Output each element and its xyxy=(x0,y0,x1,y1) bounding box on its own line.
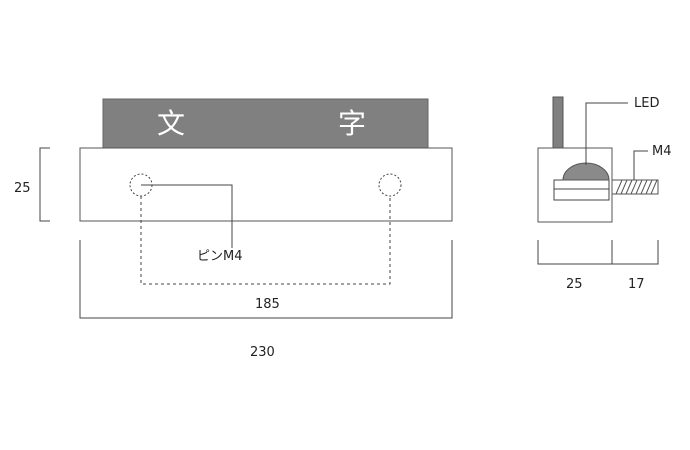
led-dome xyxy=(562,162,610,181)
dim-width-line xyxy=(79,240,453,319)
m4-label: M4 xyxy=(652,144,672,159)
base-body xyxy=(79,147,453,222)
dim-width-label: 230 xyxy=(250,345,275,360)
sign-char-1: 文 xyxy=(157,107,185,140)
m4-screw-thread xyxy=(615,179,658,195)
dim-screw-line xyxy=(612,240,659,265)
side-inner-plate-top xyxy=(553,179,610,190)
m4-screw xyxy=(611,179,659,195)
side-view xyxy=(537,96,659,265)
m4-leader-line xyxy=(633,150,648,180)
sign-char-2: 字 xyxy=(338,107,366,140)
led-label: LED xyxy=(634,96,659,111)
dim-height-label: 25 xyxy=(14,181,31,196)
dim-pin-span-label: 185 xyxy=(255,297,280,312)
dim-depth-line xyxy=(537,240,613,265)
sign-plate xyxy=(102,98,429,149)
pin-span-dashed xyxy=(140,196,391,285)
dim-height-line xyxy=(39,147,50,222)
front-view xyxy=(39,98,453,319)
dim-screw-label: 17 xyxy=(628,277,645,292)
pin-leader-line xyxy=(141,184,233,248)
led-leader-line xyxy=(585,102,628,165)
dim-depth-label: 25 xyxy=(566,277,583,292)
pin-label: ピンM4 xyxy=(197,249,243,264)
side-inner-plate-bottom xyxy=(553,188,610,201)
pin-hole-right xyxy=(378,173,402,197)
